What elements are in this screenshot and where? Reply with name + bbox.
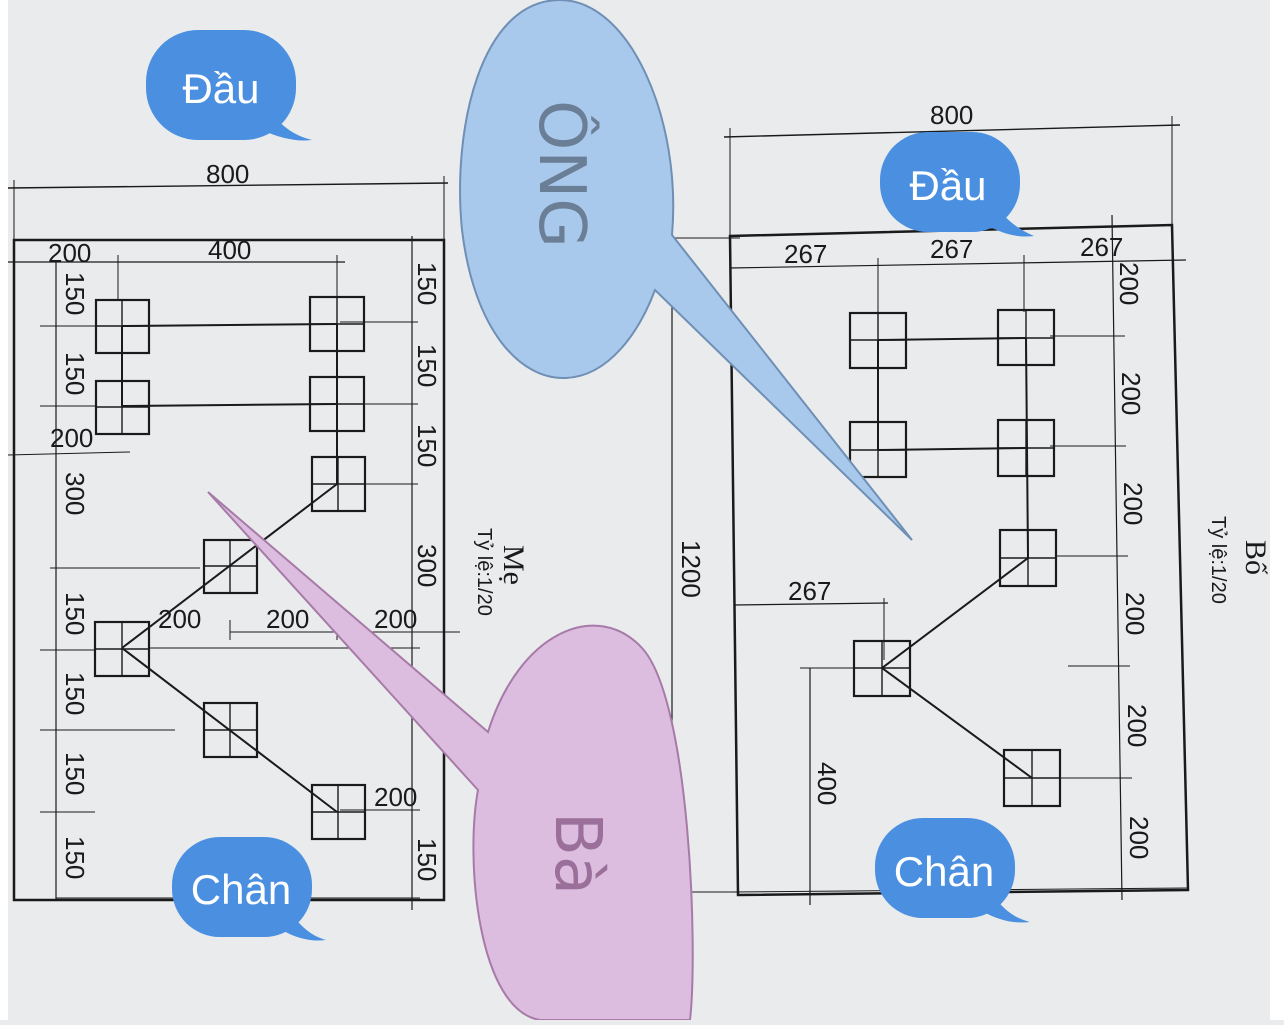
right-plan-scale: Tỷ lệ:1/20: [1207, 516, 1229, 604]
right-side-dim: 150: [412, 424, 442, 467]
left-link: [121, 403, 338, 407]
right-side-dim: 300: [412, 544, 442, 587]
left-plan-scale: Tỷ lệ:1/20: [473, 528, 495, 616]
left-top-dim-1: 200: [48, 238, 91, 268]
right-side-dim: 200: [1124, 816, 1154, 859]
bubble-left-head: Đầu: [146, 30, 312, 141]
left-side-dim: 150: [60, 752, 90, 795]
bubble-left-head-text: Đầu: [182, 65, 259, 112]
callout-ong-shape: [459, 0, 913, 541]
right-plan-labels: 800 267 267 267 200 200 200 200 200 200 …: [784, 100, 1272, 859]
left-top-dim-2: 400: [208, 235, 251, 265]
paper-right-edge: [1270, 0, 1284, 1020]
bubble-right-head: Đầu: [880, 132, 1034, 237]
left-side-dim: 150: [60, 352, 90, 395]
bubble-left-feet-text: Chân: [191, 866, 291, 913]
right-plan-frame: [728, 223, 1190, 897]
right-nodes: [848, 308, 1062, 808]
right-plan: [723, 116, 1190, 905]
bubble-right-head-shape: [880, 132, 1020, 232]
right-side-dim: 150: [412, 344, 442, 387]
right-plan-title: Bố: [1239, 540, 1272, 575]
left-bottom-right-dim: 200: [374, 782, 417, 812]
bubble-right-feet-shape: [875, 818, 1015, 918]
left-plan-labels: 800 200 400 150 150 200 300 150 150 150 …: [48, 159, 530, 881]
left-top-dim-line: [7, 182, 449, 189]
paper-left-edge: [0, 0, 8, 1020]
right-side-dim: 200: [1118, 482, 1148, 525]
right-side-dim: 200: [1114, 262, 1144, 305]
left-side-dim: 150: [60, 272, 90, 315]
right-top-dim-line: [723, 124, 1181, 138]
callout-ong: ÔNG: [459, 0, 913, 541]
right-row-dim-line: [729, 259, 1187, 269]
right-inner-dim: 267: [788, 576, 831, 606]
left-side-dim: 200: [50, 423, 93, 453]
left-side-dim: 150: [60, 836, 90, 879]
right-link: [881, 667, 1033, 779]
left-tick: [7, 451, 131, 456]
right-top-width: 800: [930, 100, 973, 130]
left-nodes: [93, 295, 367, 841]
right-side-dim: 150: [412, 838, 442, 881]
left-plan-title: Mẹ: [497, 545, 530, 585]
right-top-dim-3: 267: [1080, 232, 1123, 262]
left-mid-dim: 200: [158, 604, 201, 634]
right-side-dim: 200: [1120, 592, 1150, 635]
right-top-dim-2: 267: [930, 234, 973, 264]
right-side-dim: 200: [1116, 372, 1146, 415]
right-side-dim-line: [1111, 214, 1123, 901]
right-link: [881, 557, 1029, 669]
left-side-dim: 300: [60, 472, 90, 515]
left-mid-dim: 200: [266, 604, 309, 634]
left-mid-dim: 200: [374, 604, 417, 634]
bubble-right-feet-text: Chân: [894, 848, 994, 895]
left-side-dim: 150: [60, 672, 90, 715]
bubble-left-head-shape: [146, 30, 296, 140]
right-top-dim-1: 267: [784, 239, 827, 269]
middle-dim-label: 1200: [676, 540, 706, 598]
bubble-left-feet: Chân: [172, 837, 326, 941]
callout-ba: Bà: [207, 491, 694, 1021]
left-link: [121, 323, 338, 327]
bubble-right-feet: Chân: [875, 818, 1030, 923]
left-side-dim: 150: [60, 592, 90, 635]
callout-ba-text: Bà: [540, 812, 614, 895]
right-side-dim: 200: [1122, 704, 1152, 747]
bubble-right-head-text: Đầu: [909, 162, 986, 209]
bubble-left-feet-shape: [172, 837, 312, 937]
left-top-width: 800: [206, 159, 249, 189]
right-left-dim: 400: [812, 762, 842, 805]
right-side-dim: 150: [412, 262, 442, 305]
right-inner-dim-line: [733, 602, 889, 606]
callout-ong-text: ÔNG: [524, 100, 600, 248]
callout-ba-shape: [207, 491, 694, 1021]
